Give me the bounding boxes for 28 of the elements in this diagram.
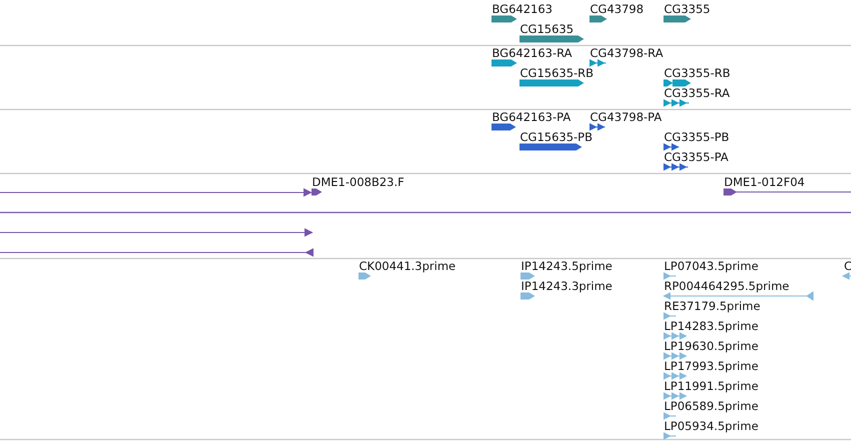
feature-label: LP11991.5prime: [664, 380, 758, 393]
feature-label: CK00441.3prime: [359, 260, 456, 273]
feature-label: CG15635: [520, 23, 574, 36]
feature-label: LP19630.5prime: [664, 340, 758, 353]
feature-label: IP14243.3prime: [521, 280, 612, 293]
feature-label: CG43798-RA: [590, 47, 664, 60]
feature-label: LP14283.5prime: [664, 320, 758, 333]
feature-label: CG3355: [664, 3, 710, 16]
feature-label: LP06589.5prime: [664, 400, 758, 413]
feature-label: CG43798-PA: [590, 111, 662, 124]
feature-label: CG3355-PB: [664, 131, 730, 144]
feature-label: IP14243.5prime: [521, 260, 612, 273]
feature-label: CG3355-PA: [664, 151, 728, 164]
feature-label: RP004464295.5prime: [664, 280, 790, 293]
feature-label: DME1-008B23.F: [312, 176, 404, 189]
feature-label: BG642163: [492, 3, 552, 16]
feature-label: CG3355-RA: [664, 87, 730, 100]
feature-label: CG15635-RB: [520, 67, 594, 80]
feature-label: CG43798: [590, 3, 644, 16]
feature-label: LP05934.5prime: [664, 420, 758, 433]
feature-label: LP07043.5prime: [664, 260, 758, 273]
feature-label: LP17993.5prime: [664, 360, 758, 373]
feature-label: CG15635-PB: [520, 131, 592, 144]
feature-label: CG3355-RB: [664, 67, 730, 80]
feature-label: BG642163-PA: [492, 111, 571, 124]
feature-label: DME1-012F04: [724, 176, 805, 189]
feature-label: RE37179.5prime: [664, 300, 760, 313]
feature-label: BG642163-RA: [492, 47, 572, 60]
